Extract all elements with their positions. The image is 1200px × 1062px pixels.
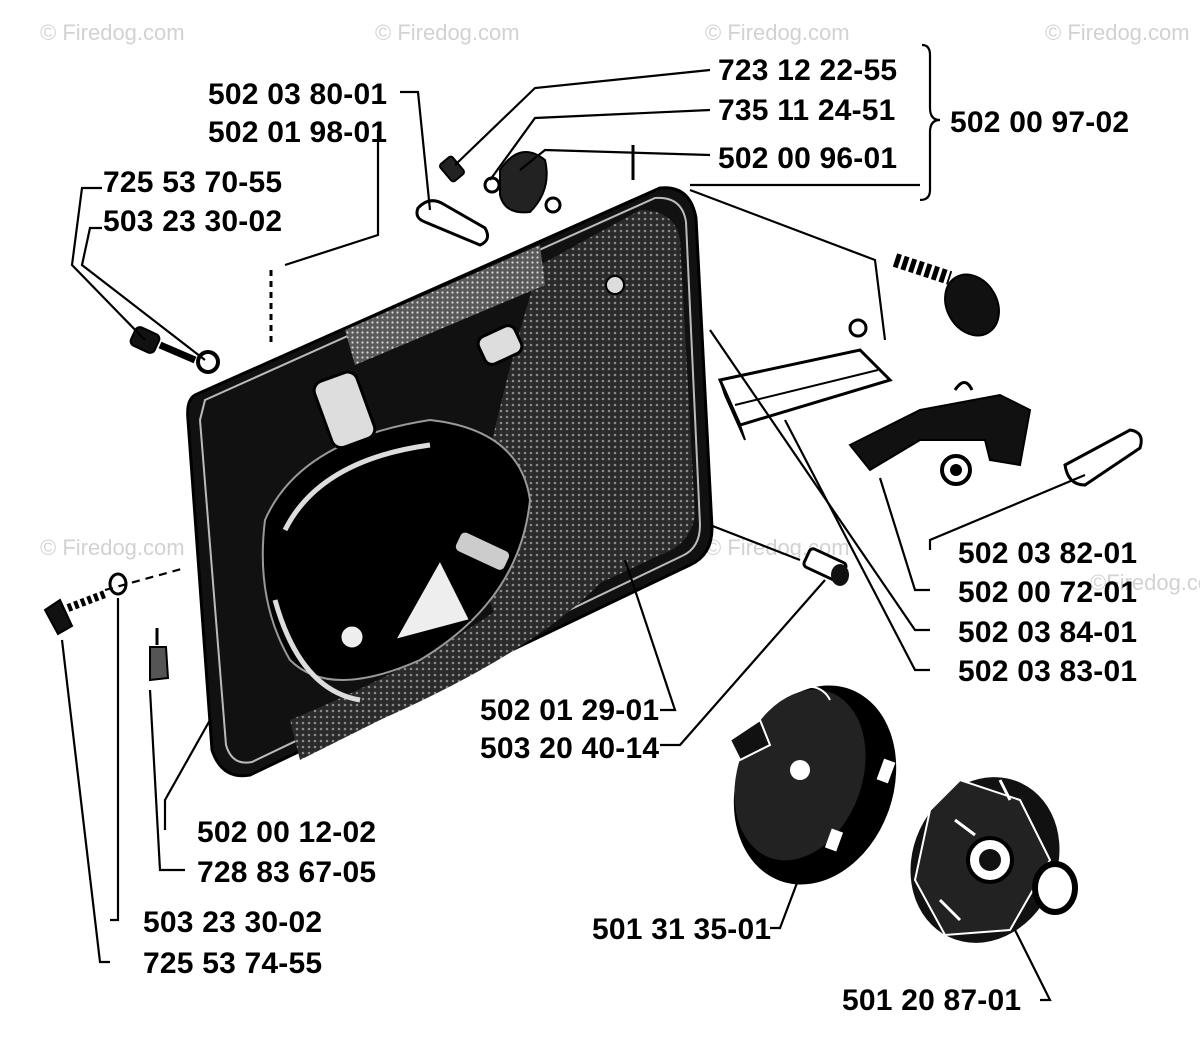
chain-brake-parts xyxy=(717,253,1143,487)
clutch-drum xyxy=(728,685,897,885)
clutch-cover-housing xyxy=(186,145,714,778)
part-number-label: 502 00 12-02 xyxy=(197,816,376,849)
leader-lines xyxy=(60,43,1086,1002)
part-number-label: 502 00 72-01 xyxy=(958,576,1137,609)
part-number-label: 725 53 70-55 xyxy=(103,166,282,199)
watermark: © Firedog.com xyxy=(1045,20,1190,45)
part-number-label: 503 23 30-02 xyxy=(143,906,322,939)
part-number-label: 502 03 82-01 xyxy=(958,537,1137,570)
clutch-assembly xyxy=(910,777,1078,943)
lower-left-hardware xyxy=(43,547,849,682)
part-number-label: 728 83 67-05 xyxy=(197,856,376,889)
part-number-label: 502 03 84-01 xyxy=(958,616,1137,649)
part-number-label: 502 03 83-01 xyxy=(958,655,1137,688)
top-hardware xyxy=(415,151,562,247)
part-number-label: 725 53 74-55 xyxy=(143,947,322,980)
part-number-label: 501 31 35-01 xyxy=(592,913,771,946)
part-number-label: 503 23 30-02 xyxy=(103,205,282,238)
part-number-label: 723 12 22-55 xyxy=(718,54,897,87)
watermark: © Firedog.com xyxy=(40,535,185,560)
part-number-label: 503 20 40-14 xyxy=(480,732,659,765)
part-number-label: 735 11 24-51 xyxy=(718,94,896,127)
part-number-label: 502 00 96-01 xyxy=(718,142,897,175)
watermark-tail: ©Firedog.co xyxy=(1090,570,1200,595)
part-number-label: 502 00 97-02 xyxy=(950,106,1129,139)
part-number-label: 502 03 80-01 xyxy=(208,78,387,111)
part-number-label: 501 20 87-01 xyxy=(842,984,1021,1017)
part-number-label: 502 01 98-01 xyxy=(208,116,387,149)
watermark: © Firedog.com xyxy=(705,20,850,45)
left-screw-washer xyxy=(129,326,220,374)
part-labels: 723 12 22-55 735 11 24-51 502 00 96-01 5… xyxy=(103,54,1137,1017)
part-number-label: 502 01 29-01 xyxy=(480,694,659,727)
watermark: © Firedog.com xyxy=(40,20,185,45)
watermark: © Firedog.com xyxy=(375,20,520,45)
